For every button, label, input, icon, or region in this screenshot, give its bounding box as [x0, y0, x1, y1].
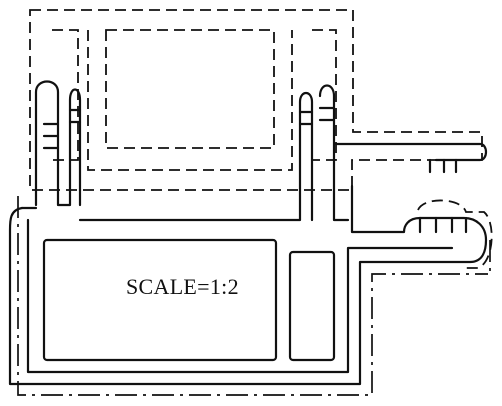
right-clip-dashed-outline — [417, 199, 493, 269]
scale-label: SCALE=1:2 — [126, 274, 239, 299]
upper-frame-dashed-outline — [29, 9, 483, 191]
main-profile-solid-outline — [8, 80, 488, 386]
lower-envelope-dashdot-outline — [17, 196, 491, 396]
